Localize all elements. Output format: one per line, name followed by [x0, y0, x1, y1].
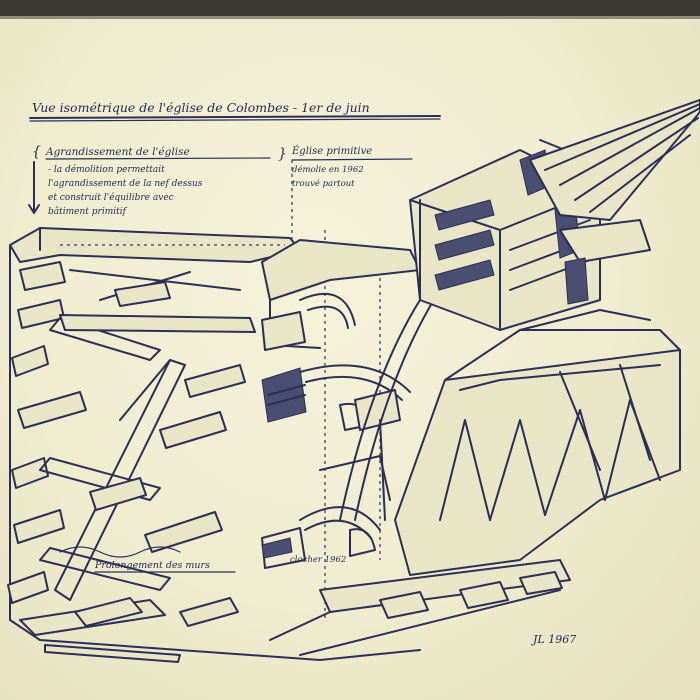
frame-mat-line: [0, 16, 700, 19]
svg-text:}: }: [278, 146, 287, 162]
frame-top-edge: [0, 0, 700, 16]
spire-tower: [409, 99, 700, 331]
apse-block: [269, 309, 681, 656]
label-clocher: clocher 1962: [290, 555, 346, 565]
svg-text:{: {: [32, 144, 41, 160]
left-note-heading: Agrandissement de l'église: [45, 146, 190, 158]
title-underline-2: [29, 118, 441, 122]
left-note-line: et construit l'équilibre avec: [48, 192, 174, 203]
right-note-line: démolie en 1962: [292, 164, 364, 175]
title-underline: [29, 115, 441, 119]
left-note-line: bâtiment primitif: [48, 206, 128, 217]
right-note-line: trouvé partout: [292, 178, 355, 189]
left-annotation: { Agrandissement de l'église - la démoli…: [28, 144, 271, 217]
signature: JL 1967: [531, 633, 576, 646]
right-annotation: } Église primitive démolie en 1962 trouv…: [278, 145, 413, 189]
right-note-heading: Église primitive: [291, 145, 372, 157]
label-prolongement: Prolongement des murs: [94, 560, 210, 571]
left-note-line: l'agrandissement de la nef dessus: [48, 179, 203, 189]
left-note-line: - la démolition permettait: [48, 164, 165, 175]
nave-block: [7, 227, 421, 663]
drawing-title: Vue isométrique de l'église de Colombes …: [32, 100, 370, 115]
